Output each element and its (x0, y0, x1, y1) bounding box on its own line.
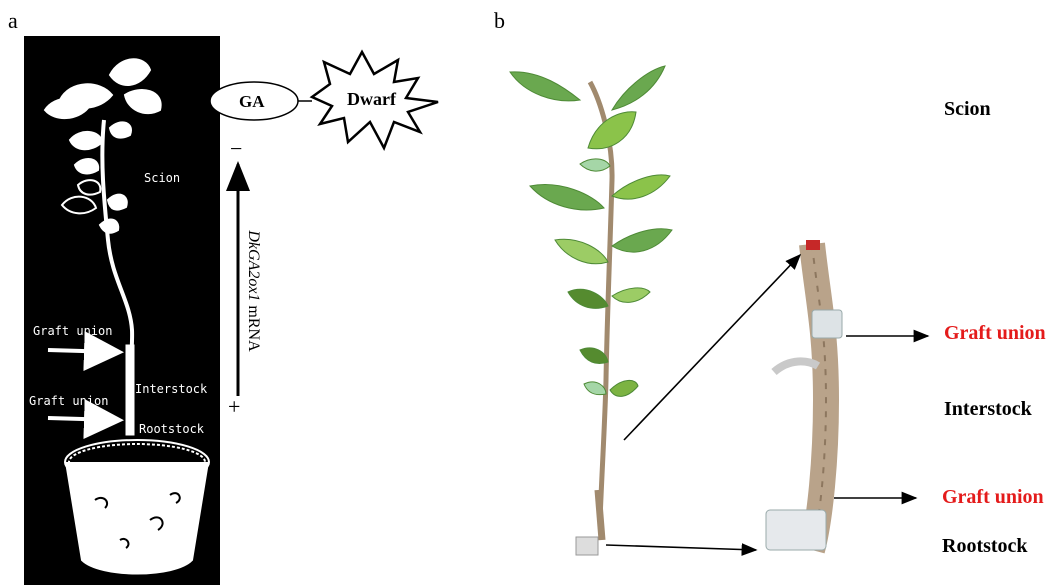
panel-a-graft-union-label-2: Graft union (29, 394, 108, 408)
panel-b-interstock-label: Interstock (944, 398, 1032, 421)
panel-a-rootstock-label: Rootstock (139, 422, 204, 436)
graft-union-arrow-1 (48, 350, 116, 352)
panel-b-rootstock-label: Rootstock (942, 535, 1028, 558)
panel-a-scion-label: Scion (144, 171, 180, 185)
zoom-arrow-top (624, 255, 800, 440)
panel-a-pot (65, 440, 209, 574)
panel-a-graft-union-label-1: Graft union (33, 324, 112, 338)
zoom-arrow-bottom (606, 545, 756, 550)
mrna-gene-name: DkGA2ox1 (245, 230, 262, 301)
plus-sign: + (228, 394, 240, 420)
panel-b-zoomed-stem (766, 240, 842, 550)
panel-b-scion-label: Scion (944, 98, 991, 121)
minus-sign: − (230, 136, 242, 162)
panel-a-interstock-outline (126, 345, 134, 435)
panel-a-interstock-label: Interstock (135, 382, 207, 396)
panel-a-plant-outline (45, 59, 161, 430)
mrna-suffix: mRNA (245, 301, 262, 351)
ga-label: GA (239, 92, 265, 112)
panel-b-seedling (510, 66, 672, 555)
panel-b-graft-union-label-2: Graft union (942, 486, 1044, 509)
dwarf-label: Dwarf (347, 89, 396, 110)
graft-union-arrow-2 (48, 418, 116, 420)
panel-b-graft-union-label-1: Graft union (944, 322, 1046, 345)
